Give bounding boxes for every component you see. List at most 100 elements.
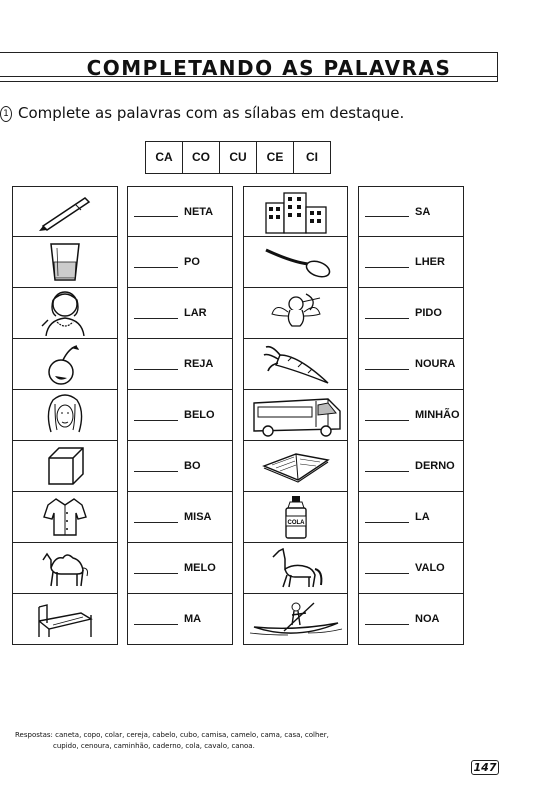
image-cell <box>12 237 118 288</box>
spoon-icon <box>264 248 330 278</box>
image-cell <box>12 441 118 492</box>
pen-icon <box>39 196 91 231</box>
answer-blank[interactable] <box>365 359 409 370</box>
image-cell <box>243 237 348 288</box>
word-cell: MA <box>127 594 233 645</box>
word-cell: LA <box>358 492 464 543</box>
woman-necklace-icon <box>41 291 85 336</box>
answer-key-line: cupido, cenoura, caminhão, caderno, cola… <box>53 742 255 750</box>
word-cell: MINHÃO <box>358 390 464 441</box>
right-image-column: COLA <box>243 186 348 645</box>
syllable-box: CA CO CU CE CI <box>145 141 331 174</box>
image-cell <box>12 390 118 441</box>
word-ending: PIDO <box>415 307 442 319</box>
page-number: 147 <box>471 760 499 775</box>
word-ending: MELO <box>184 562 216 574</box>
word-cell: PIDO <box>358 288 464 339</box>
camel-icon <box>42 552 88 587</box>
answer-blank[interactable] <box>365 563 409 574</box>
answer-blank[interactable] <box>365 308 409 319</box>
word-cell: BO <box>127 441 233 492</box>
shirt-icon <box>43 498 87 536</box>
word-cell: MISA <box>127 492 233 543</box>
left-image-column <box>12 186 118 645</box>
syllable: CA <box>146 142 183 173</box>
answer-blank[interactable] <box>365 614 409 625</box>
syllable: CU <box>220 142 257 173</box>
title-frame <box>0 52 498 82</box>
word-ending: MA <box>184 613 202 625</box>
word-cell: BELO <box>127 390 233 441</box>
image-cell <box>243 543 348 594</box>
image-cell <box>243 441 348 492</box>
canoe-icon <box>249 602 342 636</box>
word-cell: LAR <box>127 288 233 339</box>
image-cell <box>12 288 118 339</box>
answer-blank[interactable] <box>134 512 178 523</box>
word-cell: NOA <box>358 594 464 645</box>
word-cell: PO <box>127 237 233 288</box>
answer-blank[interactable] <box>365 512 409 523</box>
answer-blank[interactable] <box>134 410 178 421</box>
image-cell <box>12 339 118 390</box>
cube-icon <box>48 447 84 485</box>
word-ending: NOURA <box>415 358 456 370</box>
image-cell <box>12 543 118 594</box>
buildings-icon <box>264 191 327 234</box>
word-ending: SA <box>415 205 431 218</box>
word-ending: NOA <box>415 613 440 625</box>
word-cell: REJA <box>127 339 233 390</box>
word-ending: NETA <box>184 205 214 218</box>
image-cell <box>12 492 118 543</box>
answer-blank[interactable] <box>365 410 409 421</box>
word-cell: NETA <box>127 186 233 237</box>
word-ending: PO <box>184 256 200 268</box>
word-cell: VALO <box>358 543 464 594</box>
answer-key-line: caneta, copo, colar, cereja, cabelo, cub… <box>55 731 329 739</box>
answer-blank[interactable] <box>134 257 178 268</box>
cherry-icon <box>48 345 79 385</box>
carrot-icon <box>263 345 328 384</box>
answer-blank[interactable] <box>134 308 178 319</box>
truck-icon <box>252 398 341 437</box>
left-word-column: NETA PO LAR REJA BELO BO MISA MELO MA <box>127 186 233 645</box>
word-cell: MELO <box>127 543 233 594</box>
word-ending: LA <box>415 511 430 523</box>
image-cell <box>243 594 348 645</box>
notebook-icon <box>261 453 330 483</box>
word-cell: SA <box>358 186 464 237</box>
image-cell <box>243 186 348 237</box>
word-cell: NOURA <box>358 339 464 390</box>
word-cell: LHER <box>358 237 464 288</box>
answer-blank[interactable] <box>365 206 409 217</box>
syllable: CO <box>183 142 220 173</box>
answer-blank[interactable] <box>365 461 409 472</box>
right-word-column: SA LHER PIDO NOURA MINHÃO DERNO LA VALO … <box>358 186 464 645</box>
cup-icon <box>50 243 80 281</box>
answer-blank[interactable] <box>134 206 178 217</box>
answer-key-label: Respostas: <box>15 731 53 739</box>
answer-blank[interactable] <box>134 461 178 472</box>
image-cell <box>12 186 118 237</box>
cupid-icon <box>270 293 321 327</box>
glue-label: COLA <box>287 520 305 526</box>
answer-blank[interactable] <box>134 563 178 574</box>
word-ending: REJA <box>184 358 214 370</box>
word-ending: LHER <box>415 256 445 268</box>
instruction-text: Complete as palavras com as sílabas em d… <box>18 104 405 122</box>
answer-blank[interactable] <box>365 257 409 268</box>
hair-face-icon <box>47 394 83 433</box>
word-ending: MISA <box>184 511 212 523</box>
answer-blank[interactable] <box>134 614 178 625</box>
image-cell <box>12 594 118 645</box>
answer-blank[interactable] <box>134 359 178 370</box>
image-cell <box>243 339 348 390</box>
word-ending: VALO <box>415 562 445 574</box>
answer-key: Respostas: caneta, copo, colar, cereja, … <box>15 730 329 752</box>
glue-bottle-icon: COLA <box>284 496 307 539</box>
word-ending: BELO <box>184 409 215 421</box>
image-cell <box>243 390 348 441</box>
page-title: COMPLETANDO AS PALAVRAS <box>86 56 452 80</box>
word-ending: MINHÃO <box>415 409 460 421</box>
word-ending: LAR <box>184 307 207 319</box>
